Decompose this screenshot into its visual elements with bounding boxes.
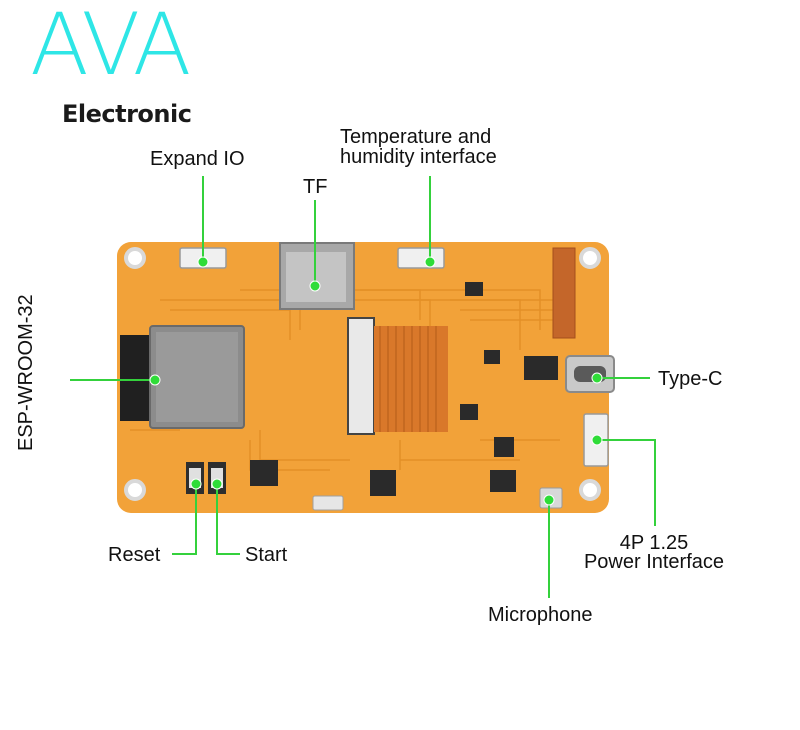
speaker-connector [312, 495, 344, 511]
leader-lines [70, 176, 656, 598]
label-reset: Reset [108, 544, 161, 566]
brand-subtitle: Electronic [62, 100, 192, 128]
label-power-line1: 4P 1.25 [619, 532, 689, 554]
fpc-connector [347, 317, 375, 435]
brand-logo: AVA [30, 0, 191, 95]
fpc-ribbon-cable [374, 326, 448, 432]
label-microphone: Microphone [488, 604, 593, 626]
ic-chips [250, 282, 558, 496]
label-power-line2: Power Interface [583, 551, 725, 573]
esp-shield-can [156, 332, 238, 422]
mounting-holes [124, 247, 601, 501]
callout-dots [149, 256, 603, 506]
label-start: Start [245, 544, 288, 566]
label-temperature-humidity-line1: Temperature and [340, 126, 492, 148]
label-esp-wroom-32: ESP-WROOM-32 [15, 294, 37, 451]
label-type-c: Type-C [658, 368, 723, 390]
label-expand-io: Expand IO [150, 148, 245, 170]
label-temperature-humidity-line2: humidity interface [340, 146, 497, 168]
side-component [552, 247, 576, 339]
ribbon-lines [379, 326, 437, 432]
temperature-humidity-connector [397, 247, 445, 269]
label-tf: TF [303, 176, 328, 198]
